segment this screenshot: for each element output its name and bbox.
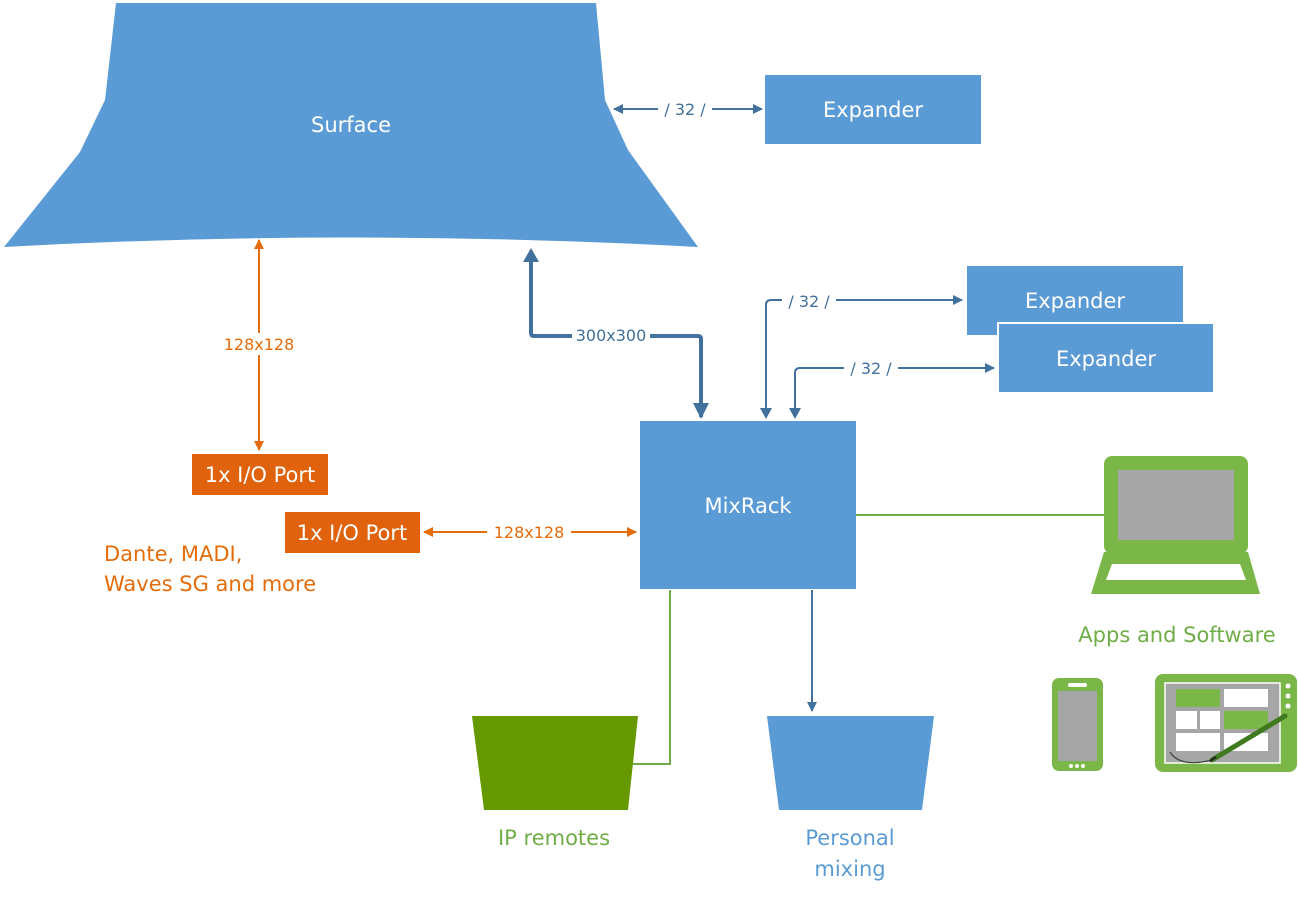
mixrack-expander-low-link — [794, 363, 995, 416]
personal-mixing-caption-line1: Personal — [805, 826, 894, 850]
io-formats-caption-line2: Waves SG and more — [104, 572, 316, 596]
surface-shape — [4, 3, 698, 247]
personal-mixing-caption-line2: mixing — [814, 857, 885, 881]
mixrack-expander-low-label: / 32 / — [850, 359, 892, 378]
expander-top-label: Expander — [823, 98, 923, 122]
laptop-icon — [1091, 456, 1260, 594]
surface-expander-label: / 32 / — [664, 100, 706, 119]
phone-icon — [1052, 678, 1103, 771]
ip-remotes-shape — [472, 716, 638, 810]
io-port-bottom-label: 1x I/O Port — [297, 521, 408, 545]
io-port-bottom-box — [285, 512, 420, 553]
expander-top-box — [765, 75, 981, 144]
mixrack-box — [640, 421, 856, 589]
expander-low-box — [997, 322, 1215, 394]
io-mixrack-label: 128x128 — [494, 523, 565, 542]
ip-remotes-caption: IP remotes — [498, 826, 610, 850]
expander-low-label: Expander — [1056, 347, 1156, 371]
mixrack-expander-mid-label: / 32 / — [788, 292, 830, 311]
personal-mixing-shape — [767, 716, 934, 810]
surface-io-label: 128x128 — [224, 335, 295, 354]
surface-mixrack-label: 300x300 — [576, 326, 647, 345]
io-port-top-box — [192, 454, 328, 495]
io-formats-caption-line1: Dante, MADI, — [104, 542, 242, 566]
io-port-top-label: 1x I/O Port — [205, 463, 316, 487]
apps-caption: Apps and Software — [1078, 623, 1275, 647]
surface-label: Surface — [311, 113, 391, 137]
mixrack-ip-remotes-link — [632, 590, 671, 765]
tablet-icon — [1155, 674, 1297, 772]
mixrack-expander-mid-link — [765, 295, 963, 416]
mixrack-label: MixRack — [704, 494, 792, 518]
expander-mid-label: Expander — [1025, 289, 1125, 313]
